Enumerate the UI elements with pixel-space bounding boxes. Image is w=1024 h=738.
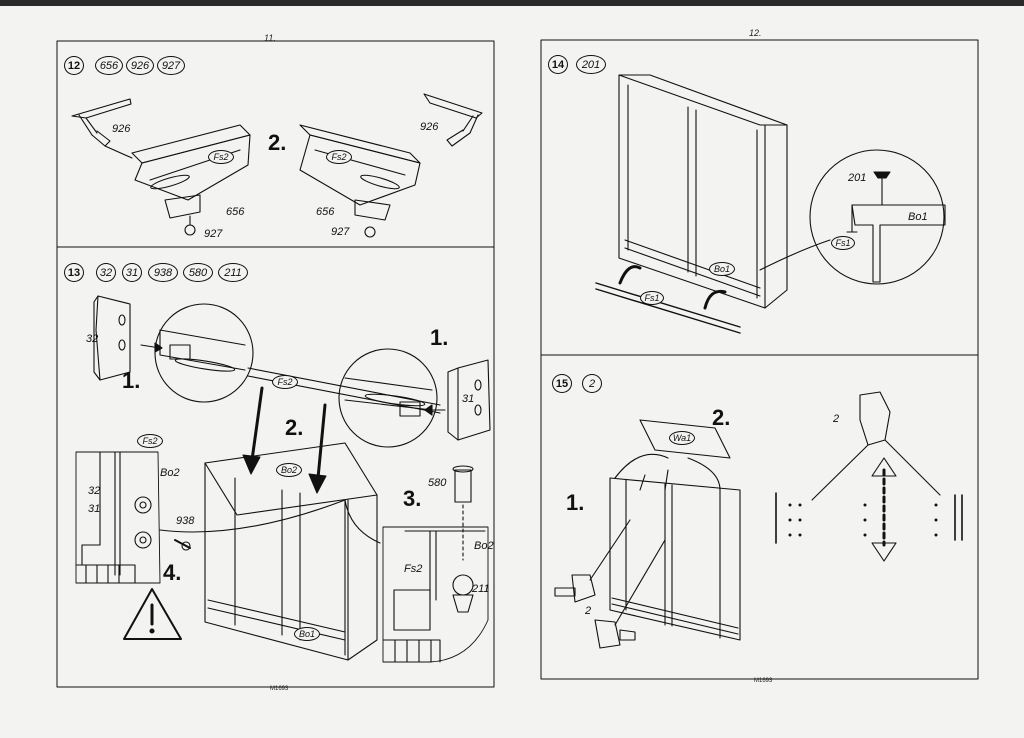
part-label: Fs2	[137, 434, 163, 448]
part-label: 938	[176, 515, 195, 527]
part-label: Bo2	[276, 463, 302, 477]
part-label: Bo2	[160, 467, 180, 479]
part-label: Bo1	[908, 211, 928, 223]
part-label: Fs2	[326, 150, 352, 164]
step-number: 15	[552, 374, 572, 393]
part-label: 2	[833, 413, 840, 425]
order-marker: 1.	[122, 368, 141, 393]
step-number: 14	[548, 55, 568, 74]
part-label: 32	[88, 485, 101, 497]
part-label: Bo1	[294, 627, 320, 641]
part-label: Fs2	[208, 150, 234, 164]
part-badge: 938	[148, 263, 178, 282]
order-marker: 2.	[268, 130, 287, 155]
part-badge: 211	[218, 263, 248, 282]
part-badge: 927	[157, 56, 185, 75]
right-footer-code: M1693	[754, 678, 773, 684]
order-marker: 4.	[163, 560, 182, 585]
part-label: 2	[585, 605, 592, 617]
part-badge: 32	[96, 263, 116, 282]
part-label: 31	[462, 393, 475, 405]
left-page-number: 11.	[264, 33, 276, 43]
part-badge: 656	[95, 56, 123, 75]
part-label: 926	[112, 123, 131, 135]
step-number: 13	[64, 263, 84, 282]
left-footer-code: M1693	[270, 686, 289, 692]
order-marker: 1.	[430, 325, 449, 350]
part-label: 201	[848, 172, 867, 184]
part-badge: 201	[576, 55, 606, 74]
part-badge: 2	[582, 374, 602, 393]
step12-left-drawing	[71, 98, 251, 236]
part-badge: 926	[126, 56, 154, 75]
part-label: Bo2	[474, 540, 494, 552]
part-label: Bo1	[709, 262, 735, 276]
order-marker: 3.	[403, 486, 422, 511]
step12-right-drawing	[299, 93, 483, 238]
part-label: 656	[316, 206, 335, 218]
step14-drawing	[595, 74, 946, 334]
part-label: 580	[428, 477, 447, 489]
part-label: Wa1	[669, 431, 695, 445]
left-page-border	[56, 40, 495, 688]
part-label: Fs1	[831, 236, 855, 250]
part-label: Fs1	[640, 291, 664, 305]
step-number: 12	[64, 56, 84, 75]
order-marker: 1.	[566, 490, 585, 515]
part-badge: 580	[183, 263, 213, 282]
part-label: Fs2	[404, 563, 423, 575]
instruction-sheet	[0, 6, 1024, 738]
part-label: 926	[420, 121, 439, 133]
order-marker: 2.	[285, 415, 304, 440]
right-page-number: 12.	[749, 28, 762, 38]
step15-drawing	[554, 391, 963, 649]
order-marker: 2.	[712, 405, 731, 430]
part-label: 31	[88, 503, 101, 515]
part-label: Fs2	[272, 375, 298, 389]
part-label: 927	[204, 228, 223, 240]
part-label: 927	[331, 226, 350, 238]
shelf-hole-dots	[788, 503, 938, 537]
part-label: 211	[472, 583, 490, 595]
part-label: 32	[86, 333, 99, 345]
part-label: 656	[226, 206, 245, 218]
step13-drawing	[75, 295, 491, 663]
part-badge: 31	[122, 263, 142, 282]
right-page-border	[540, 39, 979, 680]
